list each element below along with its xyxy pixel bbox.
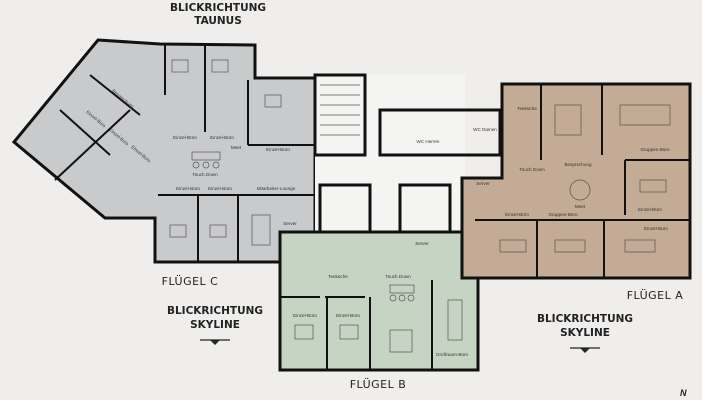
wing-a-partitions (475, 84, 690, 278)
view-arrow-right-icon (570, 347, 600, 353)
furniture (169, 59, 671, 353)
heading-top-line2: TAUNUS (194, 15, 242, 27)
room-label: Besprechung (564, 162, 592, 167)
room-label: Einzel-Büro (638, 207, 662, 212)
room-label: Server (283, 221, 297, 226)
view-arrow-left-icon (200, 339, 230, 345)
wing-a-label: FLÜGEL A (627, 289, 684, 302)
heading-right-line1: BLICKRICHTUNG (537, 313, 633, 325)
room-label: Einzel-Büro (173, 135, 197, 140)
wing-b-area (280, 232, 478, 370)
room-label: Meet (231, 145, 242, 150)
wing-b-partitions (280, 280, 433, 370)
room-label: Einzel-Büro (505, 212, 529, 217)
wing-b-walls (278, 230, 480, 372)
heading-left-line1: BLICKRICHTUNG (167, 305, 263, 317)
wing-b-label: FLÜGEL B (350, 378, 407, 391)
core-walls (313, 73, 502, 237)
wing-a-walls (460, 82, 692, 280)
room-label: Mitarbeiter-Lounge (257, 186, 296, 191)
room-label: WC Damen (473, 127, 497, 132)
wing-c-area (14, 40, 315, 262)
room-label: Einzel-Büro (176, 186, 200, 191)
room-label: Gruppen-Büro (548, 212, 578, 217)
room-label: Einzel-Büro (293, 313, 317, 318)
wing-c-partitions (54, 45, 315, 262)
room-label: WC Herren (417, 139, 440, 144)
room-label: Touch Down (519, 167, 545, 172)
room-label: Großraum-Büro (436, 352, 469, 357)
room-label: Server (415, 241, 429, 246)
heading-right-line2: SKYLINE (560, 327, 610, 339)
room-label: Einzel-Büro (336, 313, 360, 318)
heading-left-line2: SKYLINE (190, 319, 240, 331)
room-label: Meet (575, 204, 586, 209)
room-label: Einzel-Büro (210, 135, 234, 140)
room-label: Gruppen-Büro (640, 147, 670, 152)
room-label: Teeküche (517, 106, 537, 111)
room-label: Einzel-Büro (266, 147, 290, 152)
heading-top-line1: BLICKRICHTUNG (170, 2, 266, 14)
wing-c-label: FLÜGEL C (162, 275, 219, 288)
room-label: Einzel-Büro (208, 186, 232, 191)
room-label: Einzel-Büro (644, 226, 668, 231)
room-label: Server (476, 181, 490, 186)
room-label: Teeküche (328, 274, 348, 279)
room-label: Touch Down (385, 274, 411, 279)
room-label: Touch Down (192, 172, 218, 177)
north-indicator: N (680, 388, 687, 398)
